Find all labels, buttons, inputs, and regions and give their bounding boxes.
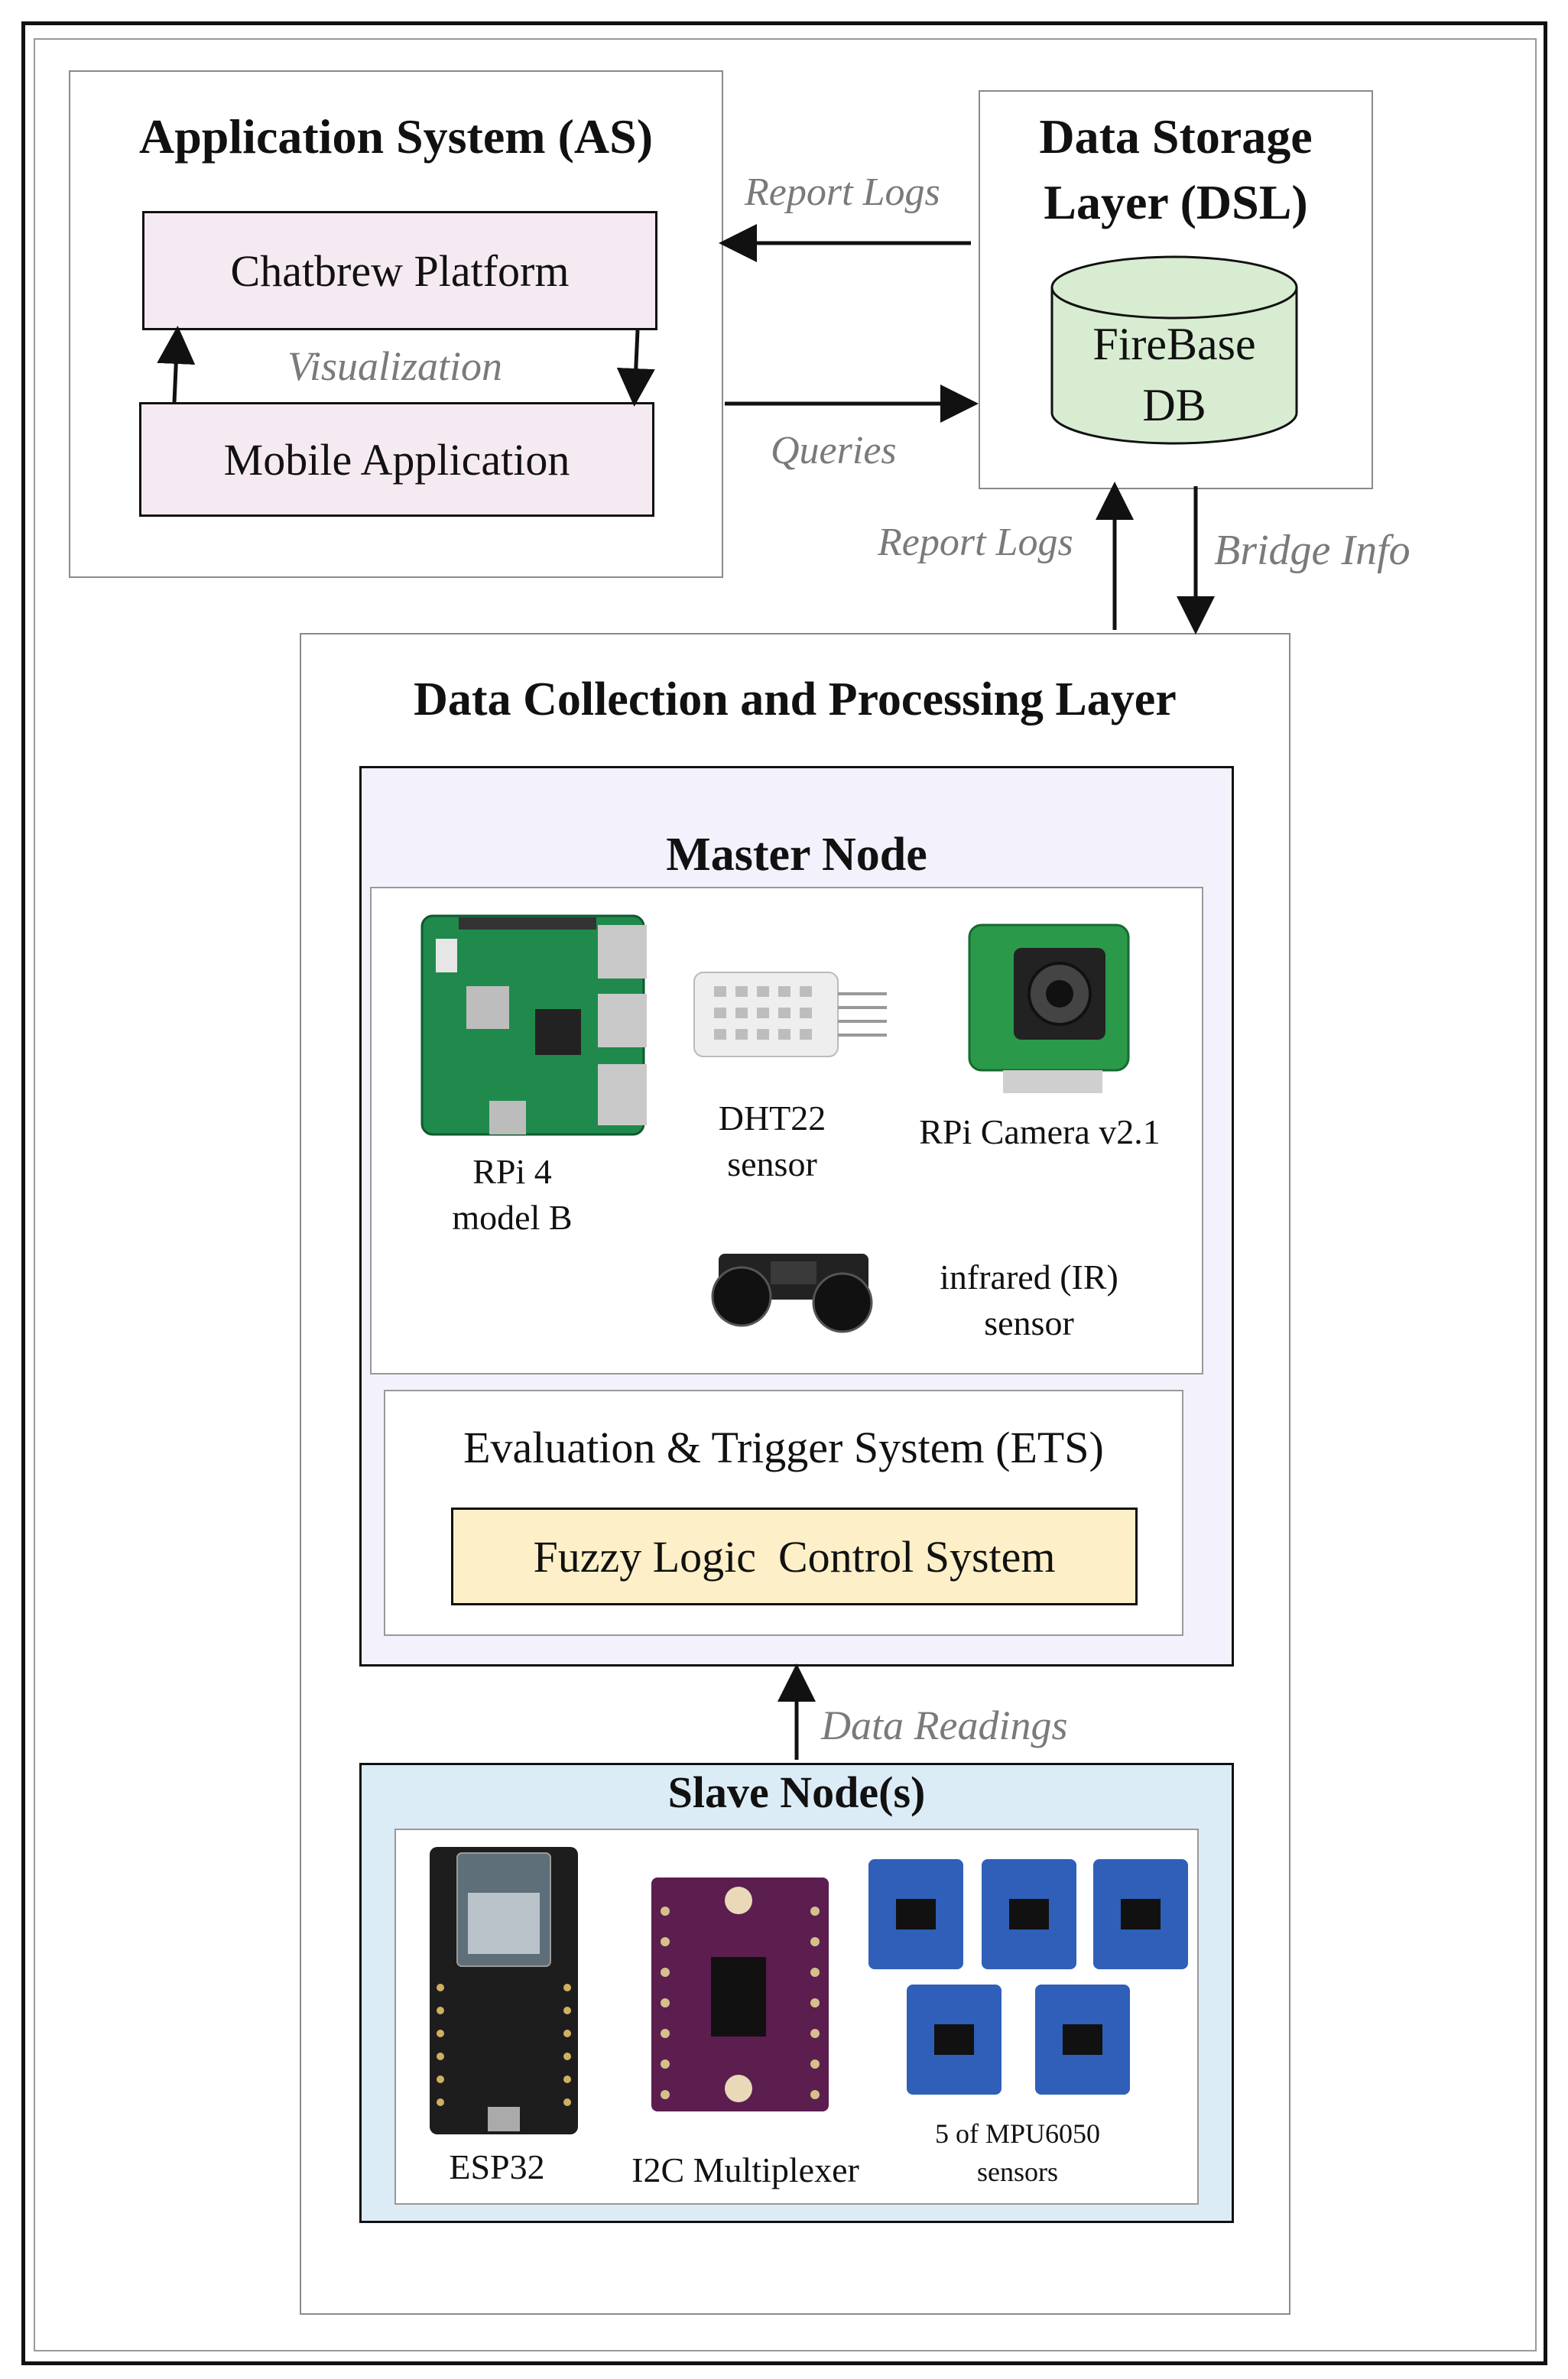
report-logs-bottom-label: Report Logs [878,521,1073,564]
ir-caption-line1: infrared (IR) [940,1258,1118,1297]
data-collection-title: Data Collection and Processing Layer [414,673,1177,725]
arrow-visualization-up [157,326,196,403]
arrow-visualization-down [616,329,655,407]
report-logs-top-label: Report Logs [745,170,940,214]
mpu6050-board-2 [982,1859,1076,1969]
esp32-board-image [430,1847,578,2134]
rpi-caption-line1: RPi 4 [472,1152,552,1191]
slave-node-title: Slave Node(s) [667,1767,926,1817]
i2c-multiplexer-caption: I2C Multiplexer [631,2150,859,2189]
i2c-multiplexer-image [651,1878,829,2111]
firebase-db-icon: FireBase DB [1050,255,1298,445]
dht-caption-line2: sensor [727,1144,817,1183]
chatbrew-platform-box: Chatbrew Platform [142,211,657,330]
application-system-title: Application System (AS) [138,109,654,164]
inner-frame [34,38,1537,2351]
queries-label: Queries [771,429,897,472]
visualization-label: Visualization [287,343,503,389]
raspberry-pi-board-image [420,914,647,1136]
fuzzy-logic-box: Fuzzy Logic Control System [451,1508,1138,1605]
data-readings-label: Data Readings [821,1702,1068,1748]
mpu6050-board-5 [1035,1985,1130,2095]
rpi-camera-image [968,923,1130,1093]
mpu6050-board-1 [868,1859,963,1969]
dht22-sensor-image [693,972,887,1057]
dht-caption-line1: DHT22 [718,1099,826,1138]
esp32-caption: ESP32 [449,2147,545,2186]
data-storage-title-line1: Data Storage [1039,109,1313,164]
db-label-line2: DB [1142,380,1206,430]
ir-sensor-image [711,1254,873,1333]
mpu-caption-line2: sensors [977,2157,1058,2187]
camera-caption: RPi Camera v2.1 [919,1112,1161,1151]
db-label-line1: FireBase [1092,319,1255,369]
ets-title: Evaluation & Trigger System (ETS) [463,1423,1104,1472]
mpu6050-board-3 [1093,1859,1188,1969]
ir-caption-line2: sensor [984,1303,1074,1342]
mpu6050-sensors-image [868,1859,1188,2095]
data-storage-title-line2: Layer (DSL) [1044,175,1308,229]
master-node-title: Master Node [666,829,927,881]
mpu-caption-line1: 5 of MPU6050 [934,2118,1101,2149]
mobile-application-box: Mobile Application [139,402,654,517]
mpu6050-board-4 [907,1985,1002,2095]
rpi-caption-line2: model B [452,1198,573,1237]
outer-frame [21,21,1547,2365]
bridge-info-label: Bridge Info [1214,527,1411,574]
